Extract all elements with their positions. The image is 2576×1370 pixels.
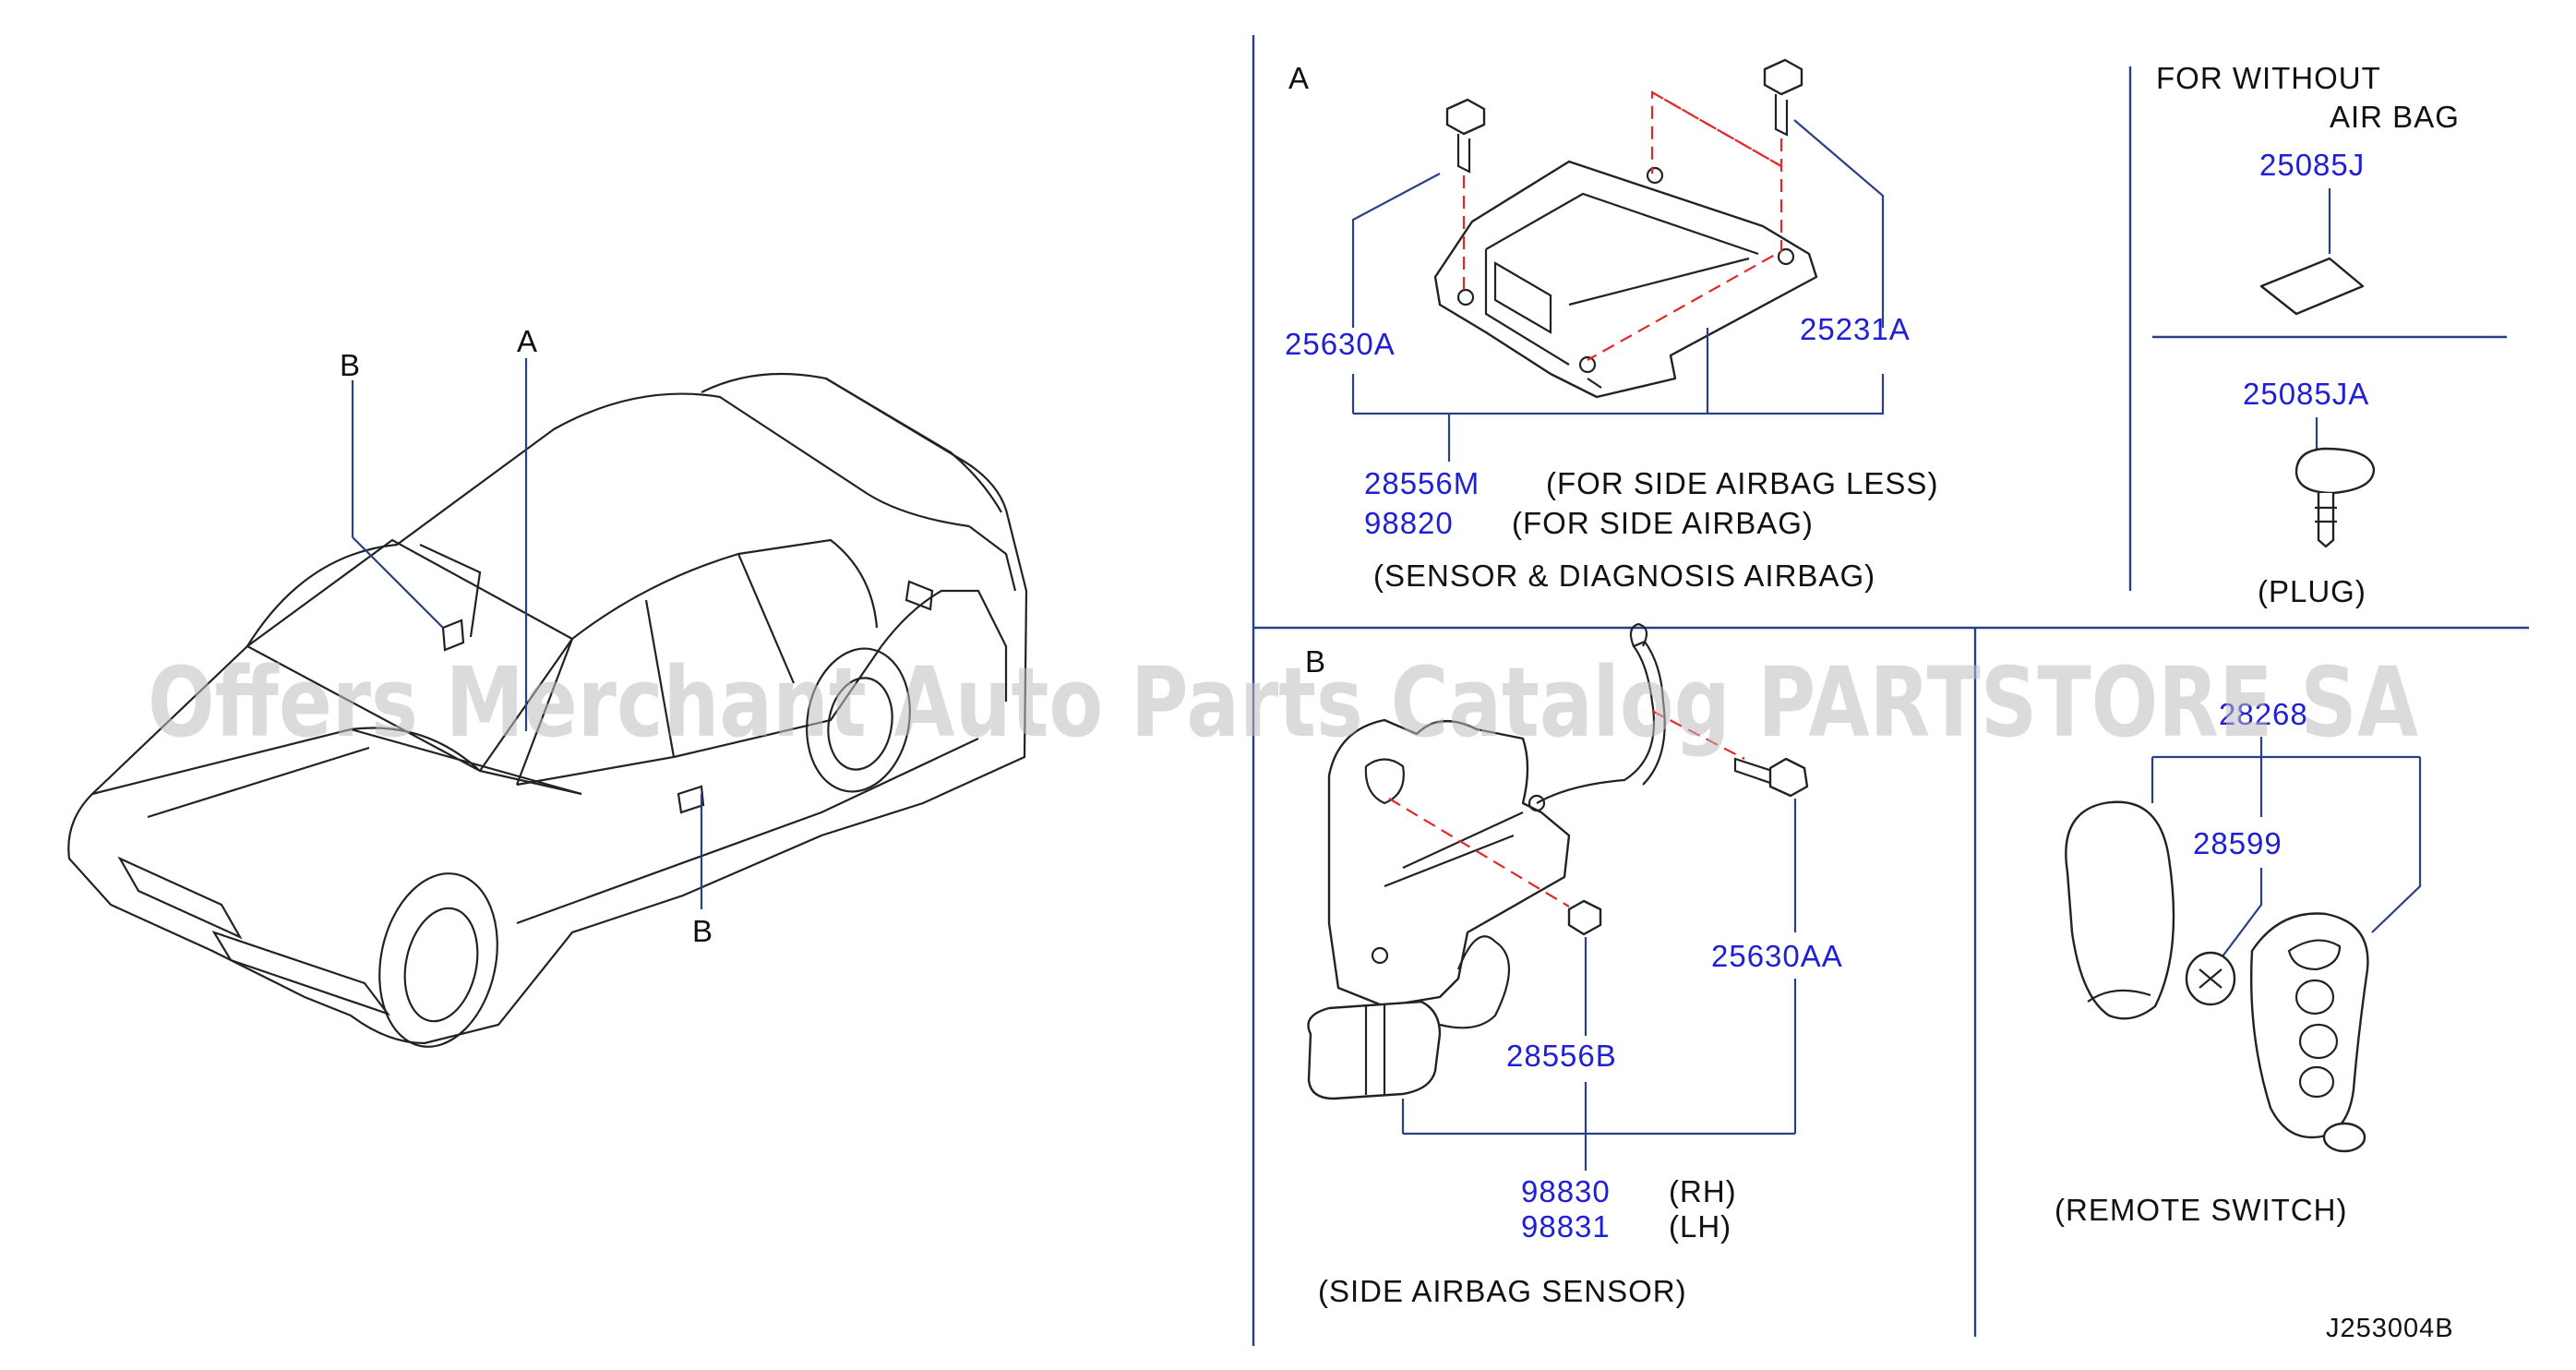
part-number-98820[interactable]: 98820 bbox=[1364, 506, 1454, 540]
section-plug: FOR WITHOUT AIR BAG 25085J 25085JA (PLUG… bbox=[2156, 61, 2460, 608]
section-b-caption: (SIDE AIRBAG SENSOR) bbox=[1318, 1274, 1687, 1308]
plug-clip-drawing bbox=[2294, 447, 2376, 548]
airbag-sensor-unit-drawing bbox=[1433, 58, 1818, 399]
part-number-25085j[interactable]: 25085J bbox=[2259, 148, 2365, 182]
patch-seal-drawing bbox=[2259, 257, 2365, 316]
part-number-28556m[interactable]: 28556M bbox=[1364, 466, 1480, 500]
part-number-28556b[interactable]: 28556B bbox=[1506, 1039, 1617, 1073]
battery-drawing bbox=[2185, 951, 2236, 1006]
callout-b-bottom: B bbox=[692, 914, 713, 948]
diagram-code: J253004B bbox=[2326, 1314, 2454, 1343]
section-b: B 256 bbox=[1305, 622, 1843, 1308]
part-number-25085ja[interactable]: 25085JA bbox=[2243, 377, 2369, 411]
side-airbag-sensor-drawing bbox=[1307, 622, 1809, 1100]
section-a-caption: (SENSOR & DIAGNOSIS AIRBAG) bbox=[1373, 559, 1875, 593]
part-number-28268[interactable]: 28268 bbox=[2219, 697, 2308, 731]
remote-key-fob-drawing bbox=[2249, 912, 2369, 1153]
watermark-text: Offers Merchant Auto Parts Catalog PARTS… bbox=[148, 646, 2418, 759]
note-lh: (LH) bbox=[1669, 1209, 1731, 1244]
part-number-25630aa[interactable]: 25630AA bbox=[1711, 939, 1843, 973]
plug-caption: (PLUG) bbox=[2258, 574, 2366, 608]
remote-caption: (REMOTE SWITCH) bbox=[2055, 1193, 2347, 1227]
section-a-title: A bbox=[1288, 61, 1310, 95]
note-side-airbag: (FOR SIDE AIRBAG) bbox=[1512, 506, 1814, 540]
callout-a: A bbox=[517, 324, 538, 358]
plug-header-line2: AIR BAG bbox=[2330, 100, 2460, 134]
part-number-98831[interactable]: 98831 bbox=[1521, 1209, 1611, 1244]
section-a: A bbox=[1285, 58, 1938, 593]
note-side-airbag-less: (FOR SIDE AIRBAG LESS) bbox=[1546, 466, 1938, 500]
plug-header-line1: FOR WITHOUT bbox=[2156, 61, 2381, 95]
part-number-98830[interactable]: 98830 bbox=[1521, 1174, 1611, 1208]
remote-case-cover-drawing bbox=[2065, 800, 2175, 1020]
part-number-25630a[interactable]: 25630A bbox=[1285, 327, 1396, 361]
panel-frame bbox=[1252, 35, 2529, 1346]
part-number-28599[interactable]: 28599 bbox=[2193, 826, 2282, 860]
part-number-25231a[interactable]: 25231A bbox=[1800, 312, 1911, 346]
note-rh: (RH) bbox=[1669, 1174, 1737, 1208]
callout-b-top: B bbox=[340, 348, 361, 382]
vehicle-overview-drawing: B A B bbox=[67, 324, 1028, 1048]
section-b-title: B bbox=[1305, 644, 1326, 679]
section-remote: 28268 28599 (REMOTE SWITCH) bbox=[2055, 697, 2422, 1227]
